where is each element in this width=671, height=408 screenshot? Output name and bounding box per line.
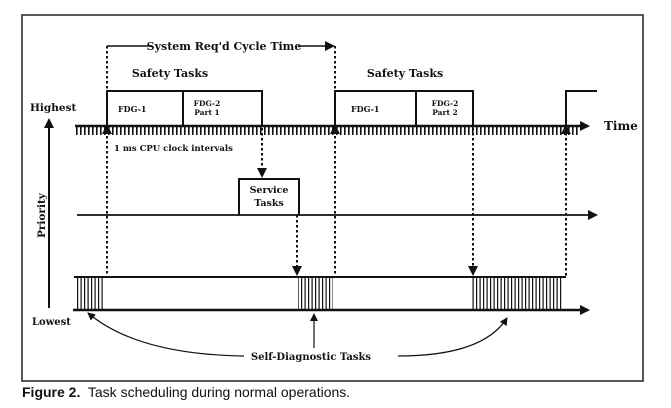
fdg2-part2-line2: Part 2: [432, 108, 458, 117]
time-axis: [75, 121, 590, 135]
clock-intervals-label: 1 ms CPU clock intervals: [114, 144, 233, 154]
service-line2: Tasks: [254, 198, 284, 209]
cycle-time-bracket: System Req'd Cycle Time: [107, 40, 335, 53]
safety-tasks-label-1: Safety Tasks: [132, 67, 208, 80]
time-label: Time: [604, 119, 638, 133]
caption-text: Task scheduling during normal operations…: [87, 384, 351, 400]
self-diagnostic-label: Self-Diagnostic Tasks: [251, 352, 372, 363]
fdg1-task-a: FDG-1: [118, 104, 146, 114]
figure-frame: [21, 14, 644, 382]
figure-caption: Figure 2. Task scheduling during normal …: [22, 384, 350, 400]
figure-number: Figure 2.: [22, 384, 81, 400]
fdg2-part1-line2: Part 1: [194, 108, 220, 117]
lowest-label: Lowest: [32, 317, 71, 328]
fdg1-task-b: FDG-1: [351, 104, 379, 114]
cycle-time-label: System Req'd Cycle Time: [147, 40, 302, 53]
service-tasks-box: Service Tasks: [238, 178, 300, 215]
dotted-time-markers: [106, 46, 567, 276]
self-diagnostic-band: [73, 276, 590, 315]
fdg2-part2-line1: FDG-2: [432, 99, 459, 108]
highest-label: Highest: [30, 102, 76, 114]
service-line1: Service: [250, 185, 289, 196]
fdg2-part1-line1: FDG-2: [194, 99, 221, 108]
self-diagnostic-pointers: [87, 312, 508, 357]
priority-label: Priority: [36, 192, 48, 238]
safety-tasks-label-2: Safety Tasks: [367, 67, 443, 80]
safety-tasks-boxes: [106, 90, 597, 125]
